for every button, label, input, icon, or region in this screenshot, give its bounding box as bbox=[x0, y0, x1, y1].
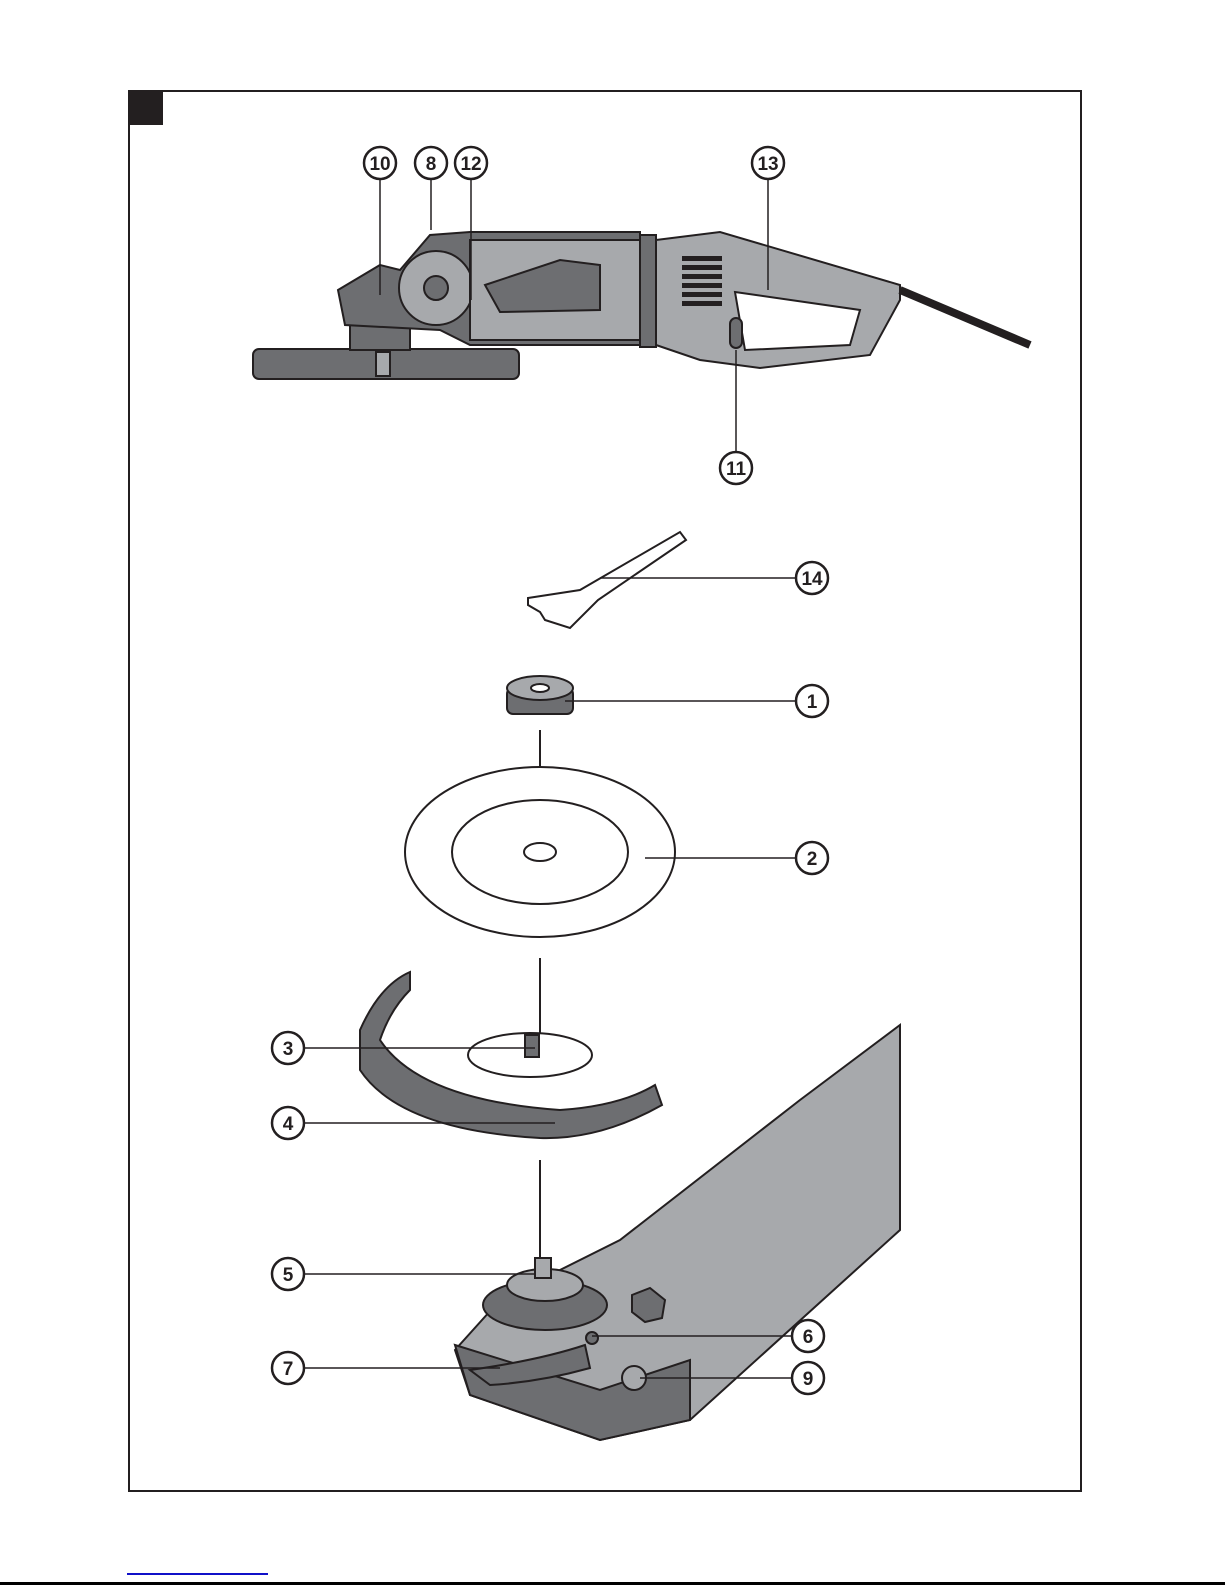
svg-text:10: 10 bbox=[369, 154, 390, 175]
blade-guard bbox=[359, 958, 664, 1140]
callout-5: 5 bbox=[270, 1256, 306, 1292]
svg-text:6: 6 bbox=[803, 1327, 814, 1348]
callout-9: 9 bbox=[790, 1360, 826, 1396]
callout-14: 14 bbox=[794, 560, 830, 596]
leader-lines bbox=[305, 180, 795, 1379]
angle-grinder-head-view bbox=[453, 1023, 901, 1442]
svg-text:4: 4 bbox=[283, 1114, 294, 1135]
callout-4: 4 bbox=[270, 1105, 306, 1141]
svg-text:2: 2 bbox=[807, 849, 818, 870]
figure-frame bbox=[128, 90, 1082, 1492]
callout-7: 7 bbox=[270, 1350, 306, 1386]
svg-text:3: 3 bbox=[283, 1039, 294, 1060]
svg-text:5: 5 bbox=[283, 1265, 294, 1286]
callout-13: 13 bbox=[750, 145, 786, 181]
angle-grinder-side-view bbox=[252, 230, 1032, 380]
hyperlink-underline[interactable] bbox=[127, 1573, 268, 1575]
svg-text:12: 12 bbox=[460, 154, 481, 175]
callout-6: 6 bbox=[790, 1318, 826, 1354]
page-bottom-rule bbox=[0, 1582, 1225, 1585]
svg-text:7: 7 bbox=[283, 1359, 294, 1380]
callout-3: 3 bbox=[270, 1030, 306, 1066]
svg-text:11: 11 bbox=[726, 459, 747, 480]
svg-text:13: 13 bbox=[757, 154, 778, 175]
callout-2: 2 bbox=[794, 840, 830, 876]
svg-text:9: 9 bbox=[803, 1369, 814, 1390]
spanner-wrench bbox=[527, 530, 688, 630]
flange-nut bbox=[506, 675, 574, 715]
svg-text:1: 1 bbox=[807, 692, 818, 713]
diamond-blade bbox=[404, 730, 676, 938]
callout-11: 11 bbox=[718, 450, 754, 486]
callout-8: 8 bbox=[413, 145, 449, 181]
svg-text:14: 14 bbox=[801, 569, 823, 590]
callout-1: 1 bbox=[794, 683, 830, 719]
figure-marker bbox=[129, 91, 163, 125]
callout-12: 12 bbox=[453, 145, 489, 181]
svg-text:8: 8 bbox=[426, 154, 437, 175]
callout-10: 10 bbox=[362, 145, 398, 181]
